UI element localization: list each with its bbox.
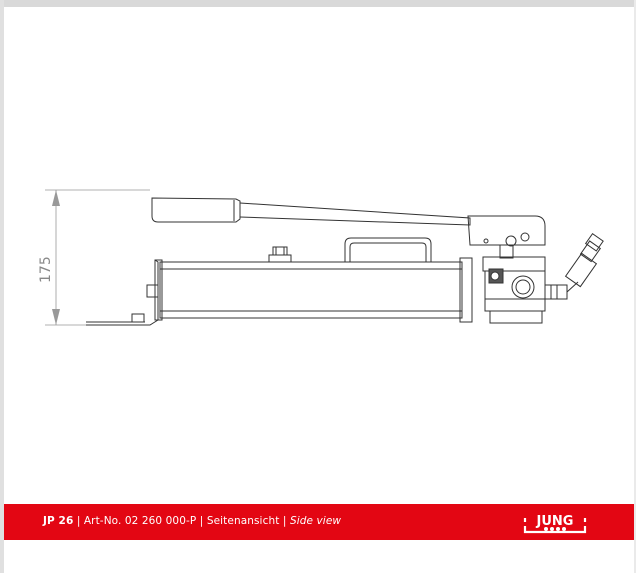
footer-bar: JP 26 | Art-No. 02 260 000-P | Seitenans… [4, 504, 634, 540]
jung-logo: JUNG [523, 514, 587, 534]
separator: | [279, 515, 290, 527]
dimension-label: 175 [38, 256, 54, 283]
pump-side-view-drawing: 175 [38, 189, 604, 326]
separator: | [73, 515, 84, 527]
separator: | [196, 515, 207, 527]
view-label-german: Seitenansicht [206, 515, 280, 527]
logo-text: JUNG [536, 514, 574, 529]
article-number: Art-No. 02 260 000-P [83, 515, 197, 527]
footer-caption: JP 26 | Art-No. 02 260 000-P | Seitenans… [43, 515, 341, 527]
right-border [634, 0, 636, 573]
view-label-english: Side view [289, 515, 342, 527]
left-border [0, 0, 4, 573]
model-name: JP 26 [43, 515, 74, 527]
top-border [0, 0, 636, 7]
